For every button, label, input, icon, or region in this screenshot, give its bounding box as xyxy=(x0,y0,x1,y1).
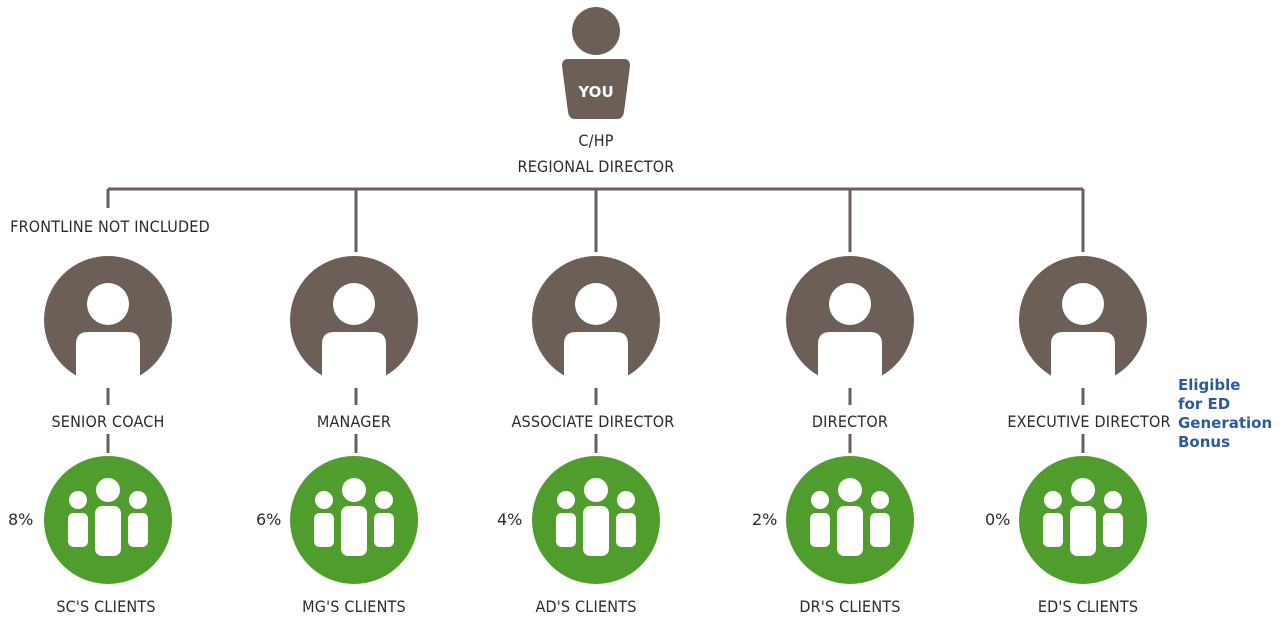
person-icon-senior-coach xyxy=(44,256,172,388)
clients-group-icon-executive-director xyxy=(1019,456,1147,584)
person-icon-manager xyxy=(290,256,418,388)
bonus-note: Eligible for ED Generation Bonus xyxy=(1178,376,1272,452)
clients-group-icon-associate-director xyxy=(532,456,660,584)
percent-associate-director: 4% xyxy=(497,510,523,529)
rank-title-manager: MANAGER xyxy=(316,412,392,431)
bonus-note-line: Bonus xyxy=(1178,433,1231,451)
person-icon-executive-director xyxy=(1019,256,1147,388)
clients-label-ad: AD'S CLIENTS xyxy=(535,597,637,616)
top-line-2: REGIONAL DIRECTOR xyxy=(517,157,675,176)
clients-label-mg: MG'S CLIENTS xyxy=(302,597,406,616)
rank-title-executive-director: EXECUTIVE DIRECTOR xyxy=(1007,412,1171,431)
bonus-note-line: for ED xyxy=(1178,395,1231,413)
top-line-1: C/HP xyxy=(578,131,614,150)
clients-label-sc: SC'S CLIENTS xyxy=(56,597,156,616)
percent-executive-director: 0% xyxy=(985,510,1011,529)
tree-lines xyxy=(106,187,1085,453)
percent-manager: 6% xyxy=(256,510,282,529)
clients-group-icon-manager xyxy=(290,456,418,584)
percent-director: 2% xyxy=(752,510,778,529)
you-badge: YOU xyxy=(577,83,613,101)
bonus-note-line: Eligible xyxy=(1178,376,1241,394)
percent-senior-coach: 8% xyxy=(8,510,34,529)
clients-label-ed: ED'S CLIENTS xyxy=(1037,597,1139,616)
rank-title-senior-coach: SENIOR COACH xyxy=(51,412,165,431)
clients-group-icon-director xyxy=(786,456,914,584)
clients-group-icon-senior-coach xyxy=(44,456,172,584)
node-icons xyxy=(44,256,1147,584)
you-icon: YOU xyxy=(562,7,630,119)
bonus-note-line: Generation xyxy=(1178,414,1273,432)
frontline-note: FRONTLINE NOT INCLUDED xyxy=(10,217,210,236)
rank-title-associate-director: ASSOCIATE DIRECTOR xyxy=(511,412,675,431)
person-icon-associate-director xyxy=(532,256,660,388)
clients-label-dr: DR'S CLIENTS xyxy=(799,597,901,616)
rank-title-director: DIRECTOR xyxy=(811,412,889,431)
person-icon-director xyxy=(786,256,914,388)
